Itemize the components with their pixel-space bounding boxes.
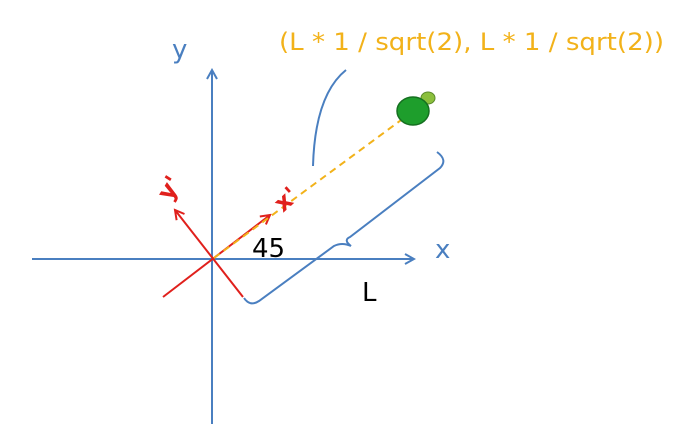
angle-label: 45 [252,234,285,264]
y-prime-axis [175,210,244,298]
coordinate-label: (L * 1 / sqrt(2), L * 1 / sqrt(2)) [279,28,664,56]
dashed-heading-line [213,112,412,259]
turtle-icon [396,91,436,126]
y-axis-label: y [172,35,187,65]
length-bracket [243,151,445,305]
y-prime-label: y' [151,171,187,205]
x-prime-label: x' [268,181,304,217]
coordinate-callout-curve [312,69,347,167]
length-label: L [362,278,377,308]
x-axis-label: x [435,235,450,265]
